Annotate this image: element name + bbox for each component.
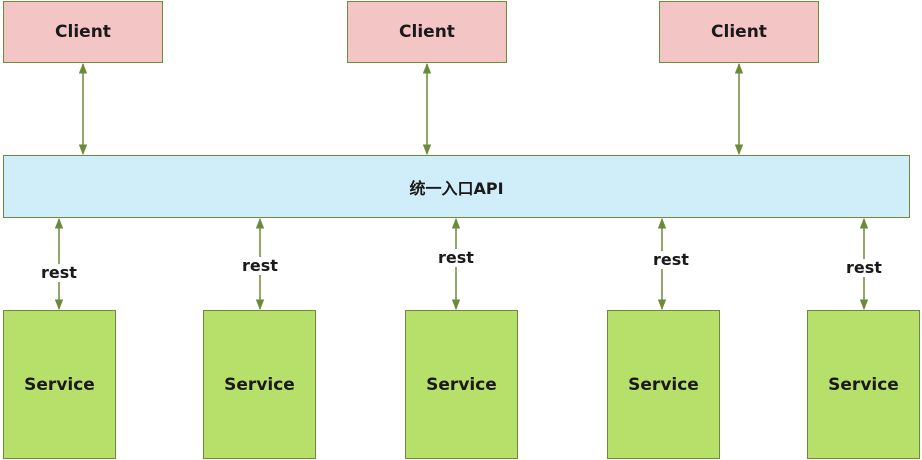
client-label: Client [711, 22, 767, 42]
rest-label-5: rest [844, 258, 884, 277]
gateway-api-node: 统一入口API [3, 155, 910, 218]
rest-label-3: rest [436, 248, 476, 267]
client-node-2: Client [347, 1, 507, 63]
service-label: Service [426, 374, 497, 395]
rest-label-2: rest [240, 256, 280, 275]
service-node-5: Service [807, 310, 920, 459]
gateway-label: 统一入口API [409, 178, 504, 198]
client-label: Client [55, 22, 111, 42]
service-label: Service [224, 374, 295, 395]
service-node-4: Service [607, 310, 720, 459]
service-node-1: Service [3, 310, 116, 459]
client-node-3: Client [659, 1, 819, 63]
service-label: Service [628, 374, 699, 395]
rest-label-1: rest [39, 263, 79, 282]
service-label: Service [24, 374, 95, 395]
service-label: Service [828, 374, 899, 395]
client-label: Client [399, 22, 455, 42]
client-node-1: Client [3, 1, 163, 63]
service-node-2: Service [203, 310, 316, 459]
rest-label-4: rest [651, 250, 691, 269]
service-node-3: Service [405, 310, 518, 459]
